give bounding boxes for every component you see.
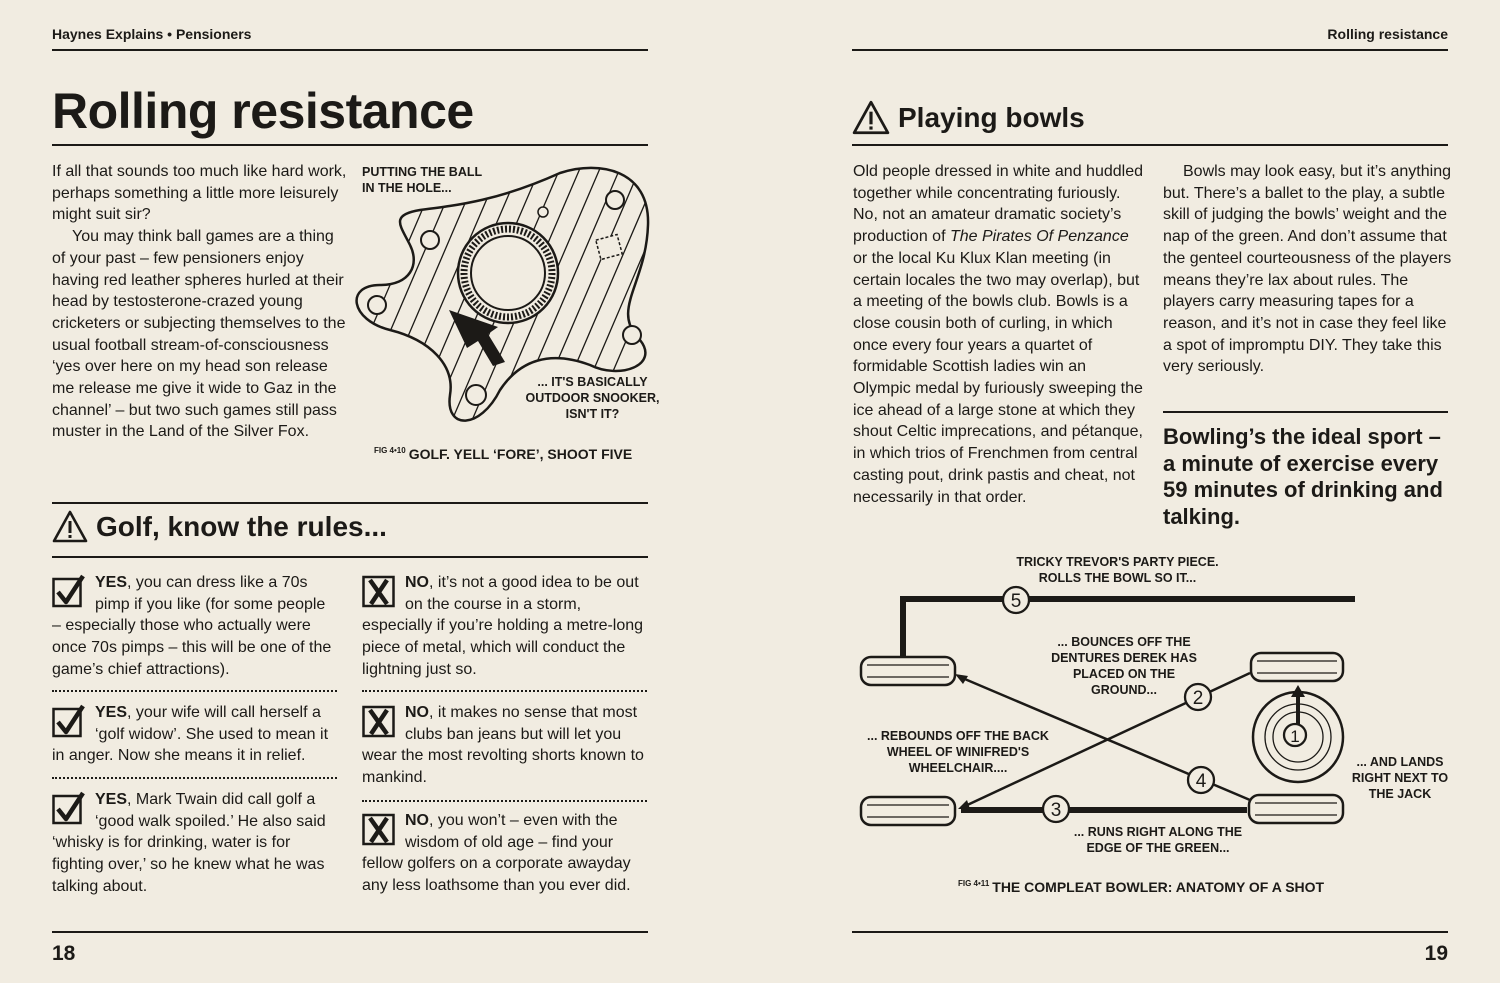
- yes-text: , you can dress like a 70s pimp if you l…: [52, 574, 332, 678]
- yes-lead: YES: [95, 574, 128, 591]
- figure-number: FIG 4•10: [374, 446, 406, 456]
- footer-rule-right: [852, 931, 1448, 933]
- golf-callout-bottom: ... IT'S BASICALLY OUTDOOR SNOOKER, ISN'…: [525, 375, 660, 421]
- footer-rule-left: [52, 931, 648, 933]
- figure-caption-text: GOLF. YELL ‘FORE’, SHOOT FIVE: [408, 446, 633, 462]
- warning-icon: [852, 100, 890, 135]
- yes-text: , Mark Twain did call golf a ‘good walk …: [52, 791, 326, 895]
- checkbox-cross-icon: [362, 575, 395, 608]
- step-number-2: 2: [1193, 688, 1204, 709]
- yes-item: YES, your wife will call herself a ‘golf…: [52, 702, 338, 767]
- title-rule: [52, 144, 648, 146]
- golf-callout-top: PUTTING THE BALL IN THE HOLE...: [362, 165, 482, 195]
- page-number-right: 19: [1424, 942, 1448, 965]
- no-lead: NO: [405, 574, 429, 591]
- bowl-right-top: [1249, 651, 1345, 683]
- dotted-divider: [362, 800, 647, 802]
- bowl-left-bottom: [859, 795, 957, 827]
- no-item: NO, it’s not a good idea to be out on th…: [362, 572, 650, 681]
- bowls-label-top: TRICKY TREVOR'S PARTY PIECE. ROLLS THE B…: [1016, 555, 1219, 585]
- bowl-right-bottom: [1247, 793, 1345, 825]
- no-item: NO, you won’t – even with the wisdom of …: [362, 810, 650, 897]
- step-number-3: 3: [1051, 800, 1062, 821]
- running-header-right: Rolling resistance: [1327, 26, 1448, 42]
- header-rule-left: [52, 49, 648, 51]
- page-title: Rolling resistance: [52, 83, 474, 139]
- golf-section-rule-top: [52, 502, 648, 504]
- no-text: , it makes no sense that most clubs ban …: [362, 704, 644, 787]
- bowls-label-lands: ... AND LANDS RIGHT NEXT TO THE JACK: [1351, 755, 1449, 801]
- bowl-left-top: [859, 655, 957, 687]
- page-number-left: 18: [52, 942, 76, 965]
- intro-paragraph-2: You may think ball games are a thing of …: [52, 228, 346, 441]
- bowl-path-top: [900, 596, 1355, 663]
- golf-heading-text: Golf, know the rules...: [96, 511, 387, 542]
- bowls-heading-text: Playing bowls: [898, 102, 1085, 133]
- dotted-divider: [52, 690, 337, 692]
- dotted-divider: [52, 777, 337, 779]
- golf-section-heading: Golf, know the rules...: [52, 510, 387, 544]
- golf-section-rule-bottom: [52, 556, 648, 558]
- yes-lead: YES: [95, 791, 128, 808]
- pull-quote-rule: [1163, 411, 1448, 413]
- bowls-label-runs: ... RUNS RIGHT ALONG THE EDGE OF THE GRE…: [1073, 825, 1243, 855]
- warning-icon: [52, 510, 88, 543]
- no-text: , you won’t – even with the wisdom of ol…: [362, 812, 631, 895]
- pull-quote: Bowling’s the ideal sport – a minute of …: [1163, 424, 1443, 529]
- bowls-col1-text-a: Old people dressed in white and huddled …: [853, 163, 1143, 246]
- no-lead: NO: [405, 704, 429, 721]
- step-number-1: 1: [1290, 727, 1299, 746]
- bowls-section-heading: Playing bowls: [852, 100, 1085, 136]
- golf-green-illustration: [355, 166, 650, 422]
- bowls-col1-text-b: or the local Ku Klux Klan meeting (in ce…: [853, 249, 1143, 506]
- step-number-5: 5: [1011, 591, 1022, 612]
- checkbox-cross-icon: [362, 813, 395, 846]
- yes-item: YES, Mark Twain did call golf a ‘good wa…: [52, 789, 338, 898]
- bowls-column-1: Old people dressed in white and huddled …: [853, 161, 1143, 508]
- bowls-column-2: Bowls may look easy, but it’s anything b…: [1163, 163, 1452, 376]
- intro-text: If all that sounds too much like hard wo…: [52, 161, 348, 443]
- figure-number: FIG 4•11: [958, 879, 990, 889]
- running-header-left: Haynes Explains • Pensioners: [52, 26, 252, 42]
- checkbox-tick-icon: [52, 574, 85, 608]
- bowls-col1-italic: The Pirates Of Penzance: [949, 228, 1129, 246]
- no-lead: NO: [405, 812, 429, 829]
- checkbox-cross-icon: [362, 705, 395, 738]
- yes-text: , your wife will call herself a ‘golf wi…: [52, 704, 329, 765]
- bowls-label-bounce: ... BOUNCES OFF THE DENTURES DEREK HAS P…: [1051, 635, 1197, 697]
- no-item: NO, it makes no sense that most clubs ba…: [362, 702, 650, 789]
- bowls-heading-rule: [852, 144, 1448, 146]
- header-rule-right: [852, 49, 1448, 51]
- figure-caption-text: THE COMPLEAT BOWLER: ANATOMY OF A SHOT: [992, 879, 1325, 895]
- yes-item: YES, you can dress like a 70s pimp if yo…: [52, 572, 338, 681]
- no-text: , it’s not a good idea to be out on the …: [362, 574, 644, 678]
- bowls-label-rebound: ... REBOUNDS OFF THE BACK WHEEL OF WINIF…: [867, 729, 1049, 775]
- yes-lead: YES: [95, 704, 128, 721]
- step-number-4: 4: [1196, 771, 1207, 792]
- intro-paragraph-1: If all that sounds too much like hard wo…: [52, 163, 347, 224]
- checkbox-tick-icon: [52, 704, 85, 738]
- checkbox-tick-icon: [52, 791, 85, 825]
- bowls-shot-diagram: 5 2 3 4 1: [859, 585, 1355, 827]
- dotted-divider: [362, 690, 647, 692]
